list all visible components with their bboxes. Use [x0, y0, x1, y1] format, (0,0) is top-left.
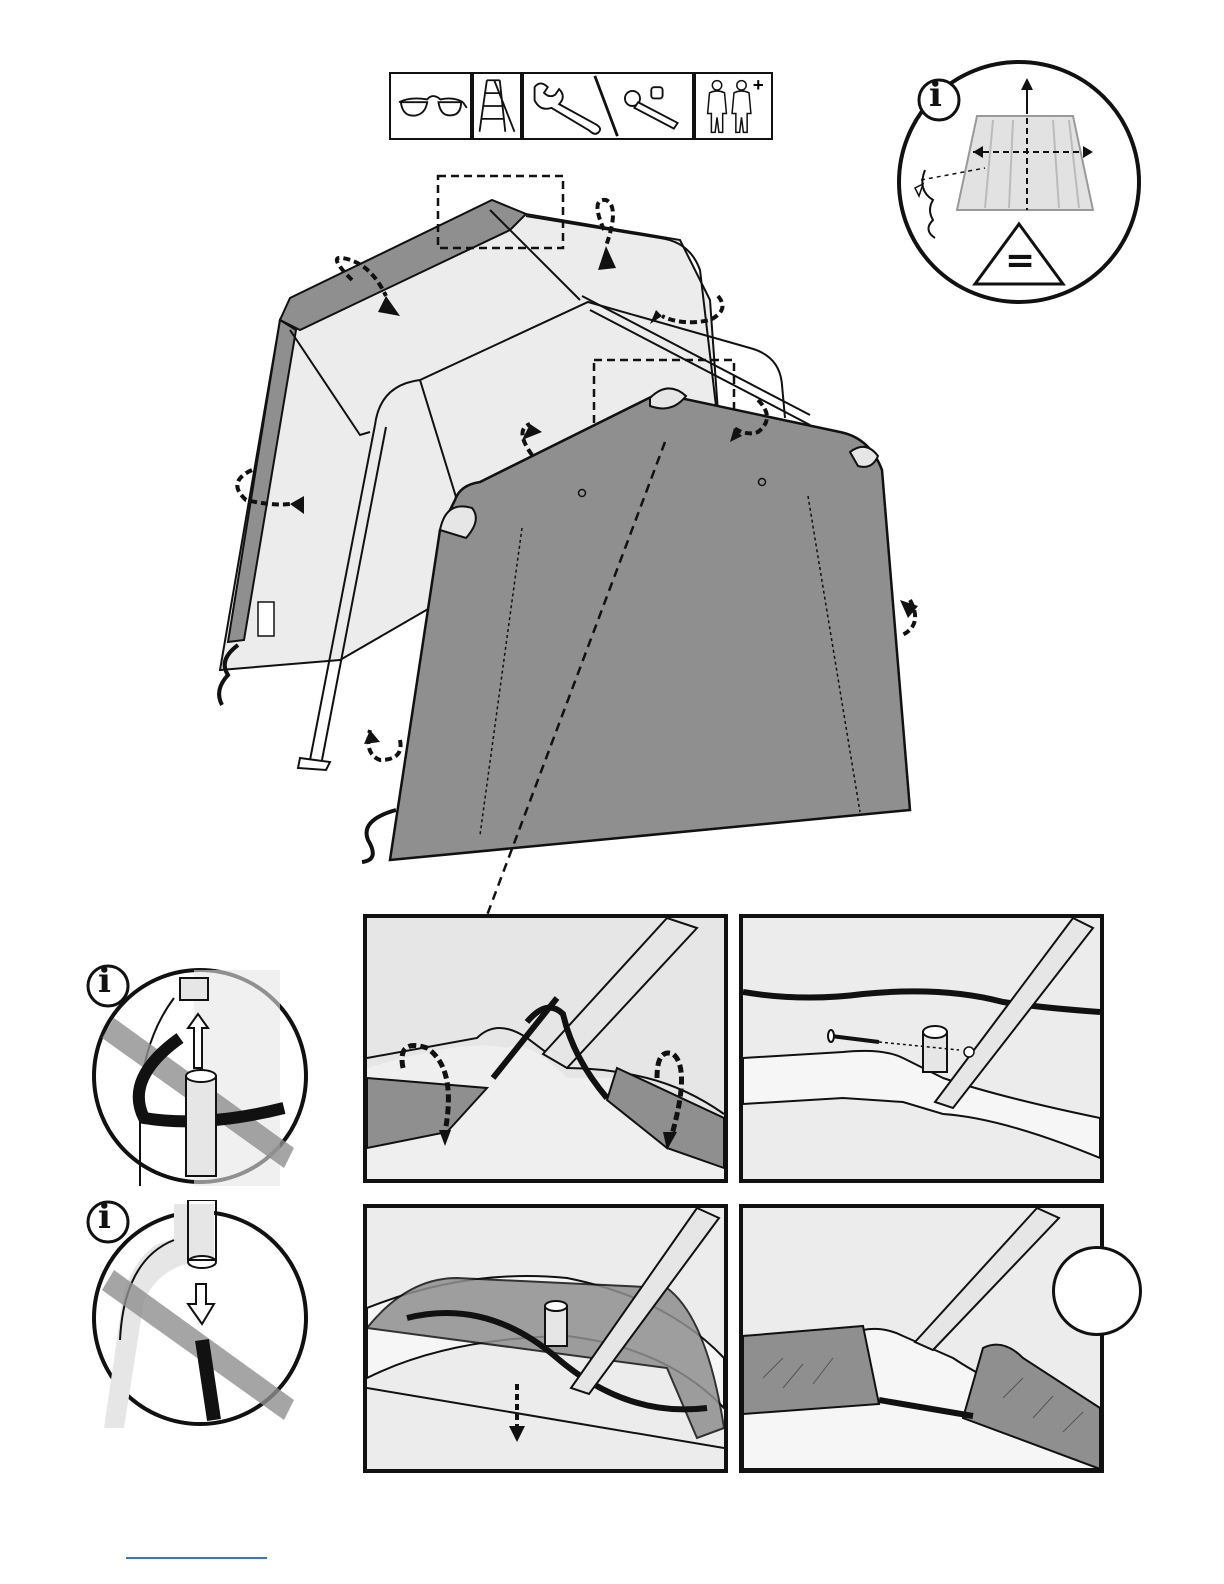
safety-glasses-icon: [389, 72, 472, 140]
detail-panel-fold-cover: [363, 914, 728, 1183]
detail-panel-rope-under-frame: [363, 1204, 728, 1473]
step-ladder-icon: [472, 72, 522, 140]
info-letter-left-top: i: [98, 961, 111, 1001]
detail-panel-bolt-insert: [739, 914, 1104, 1183]
info-callout-wrong-rope-around-pole: i: [84, 958, 312, 1186]
info-letter-left-bottom: i: [98, 1197, 111, 1237]
svg-text:+: +: [753, 74, 764, 95]
info-callout-wrong-rope-exit: i: [84, 1200, 312, 1428]
info-letter-top-right: i: [929, 75, 942, 115]
shelter-assembly-illustration: [210, 170, 930, 920]
footer-link-line: [126, 1557, 267, 1559]
required-tools-strip: +: [389, 72, 773, 140]
equal-sign: =: [1005, 240, 1035, 281]
info-callout-measure-square: i =: [893, 60, 1143, 306]
socket-wrench-icon: [625, 87, 678, 128]
two-person-icon: +: [694, 72, 773, 140]
detail-panel-finished-cover: [739, 1204, 1104, 1473]
adjustable-wrench-icon: [535, 83, 601, 133]
wrench-socket-tools: [522, 72, 694, 140]
step-number-circle: [1052, 1246, 1142, 1336]
